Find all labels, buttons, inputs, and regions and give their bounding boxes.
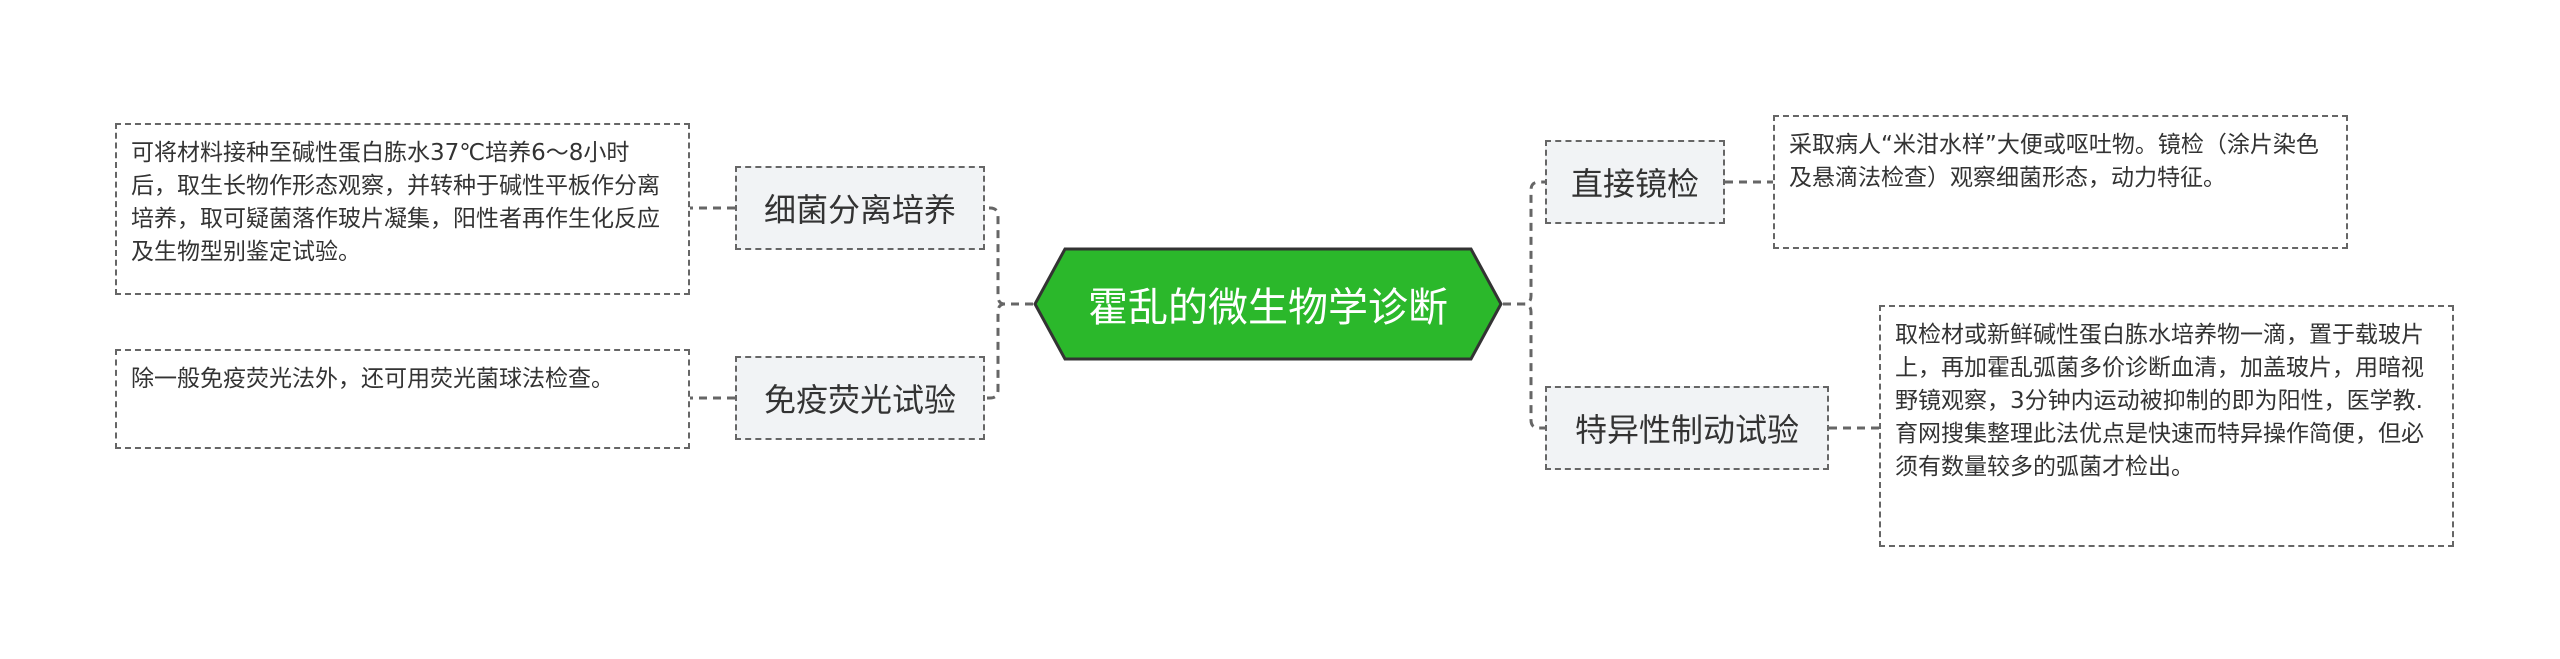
central-topic-shape — [1033, 247, 1503, 361]
branch-label: 免疫荧光试验 — [763, 381, 956, 419]
note-immobilization-test: 取检材或新鲜碱性蛋白胨水培养物一滴，置于载玻片上，再加霍乱弧菌多价诊断血清，加盖… — [1879, 305, 2454, 547]
branch-label: 直接镜检 — [1570, 165, 1699, 203]
central-topic[interactable]: 霍乱的微生物学诊断 — [1033, 247, 1503, 361]
branch-label: 细菌分离培养 — [763, 191, 956, 229]
branch-immobilization-test[interactable]: 特异性制动试验 — [1545, 386, 1829, 470]
branch-label: 特异性制动试验 — [1574, 411, 1799, 449]
note-bacterial-isolation: 可将材料接种至碱性蛋白胨水37℃培养6～8小时后，取生长物作形态观察，并转种于碱… — [115, 123, 690, 295]
note-text: 取检材或新鲜碱性蛋白胨水培养物一滴，置于载玻片上，再加霍乱弧菌多价诊断血清，加盖… — [1895, 322, 2424, 480]
note-text: 采取病人“米泔水样”大便或呕吐物。镜检（涂片染色及悬滴法检查）观察细菌形态，动力… — [1789, 132, 2319, 191]
note-direct-microscopy: 采取病人“米泔水样”大便或呕吐物。镜检（涂片染色及悬滴法检查）观察细菌形态，动力… — [1773, 115, 2348, 249]
branch-immunofluorescence[interactable]: 免疫荧光试验 — [735, 356, 985, 440]
connector-center-right1 — [1503, 180, 1545, 306]
connector-center-right2 — [1503, 302, 1545, 430]
branch-bacterial-isolation[interactable]: 细菌分离培养 — [735, 166, 985, 250]
note-text: 可将材料接种至碱性蛋白胨水37℃培养6～8小时后，取生长物作形态观察，并转种于碱… — [131, 140, 660, 265]
connector-center-left2 — [984, 302, 1033, 400]
central-topic-label: 霍乱的微生物学诊断 — [1088, 285, 1448, 331]
branch-direct-microscopy[interactable]: 直接镜检 — [1545, 140, 1725, 224]
connector-center-left1 — [984, 206, 1033, 306]
note-text: 除一般免疫荧光法外，还可用荧光菌球法检查。 — [131, 366, 614, 392]
note-immunofluorescence: 除一般免疫荧光法外，还可用荧光菌球法检查。 — [115, 349, 690, 449]
